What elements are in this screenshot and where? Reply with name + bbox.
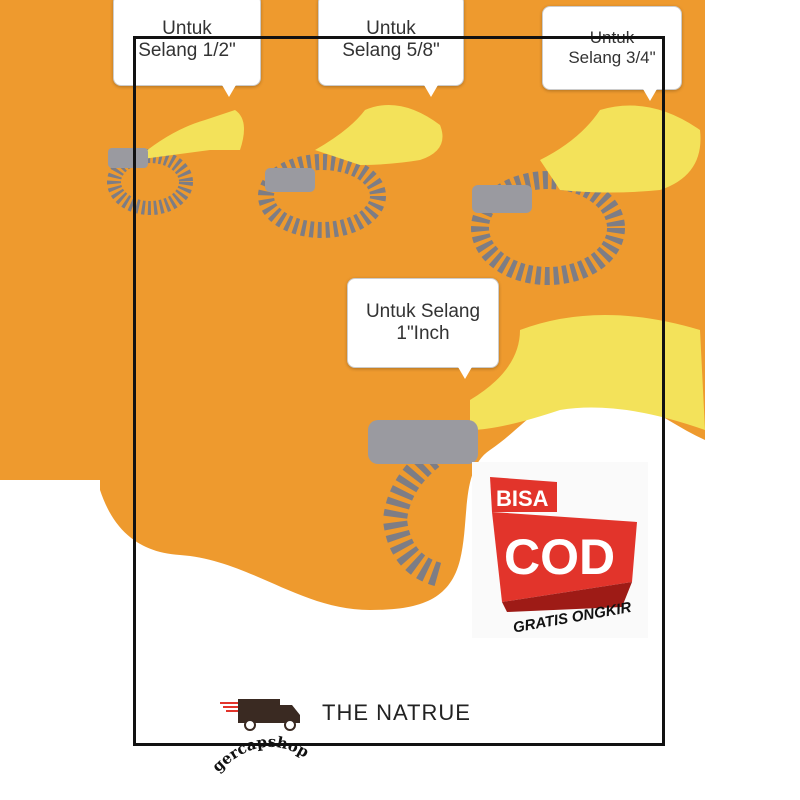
- shop-logo: gercapshop: [210, 733, 312, 776]
- hose-clamp-half-inch: [107, 110, 244, 215]
- truck-icon: [220, 699, 300, 731]
- label-line: Selang 5/8": [342, 40, 440, 61]
- shop-name: gercapshop: [210, 733, 312, 776]
- badge-top-text: BISA: [496, 486, 549, 511]
- label-line: 1"Inch: [396, 323, 450, 344]
- label-line: Untuk: [162, 18, 212, 39]
- label-line: Untuk Selang: [365, 301, 481, 322]
- cod-badge: BISA COD GRATIS ONGKIR: [472, 462, 648, 638]
- hose-clamp-5-8-inch: [258, 105, 443, 238]
- label-line: Selang 1/2": [138, 40, 236, 61]
- label-line: Untuk: [366, 18, 416, 39]
- hose-clamp-1-inch: [368, 315, 705, 587]
- svg-text:gercapshop: gercapshop: [210, 733, 312, 776]
- hose-clamp-3-4-inch: [471, 105, 701, 285]
- frame-border: [133, 36, 665, 746]
- label-line: Selang 3/4": [568, 48, 656, 67]
- brand-name: THE NATRUE: [322, 700, 471, 725]
- badge-main-text: COD: [504, 529, 615, 585]
